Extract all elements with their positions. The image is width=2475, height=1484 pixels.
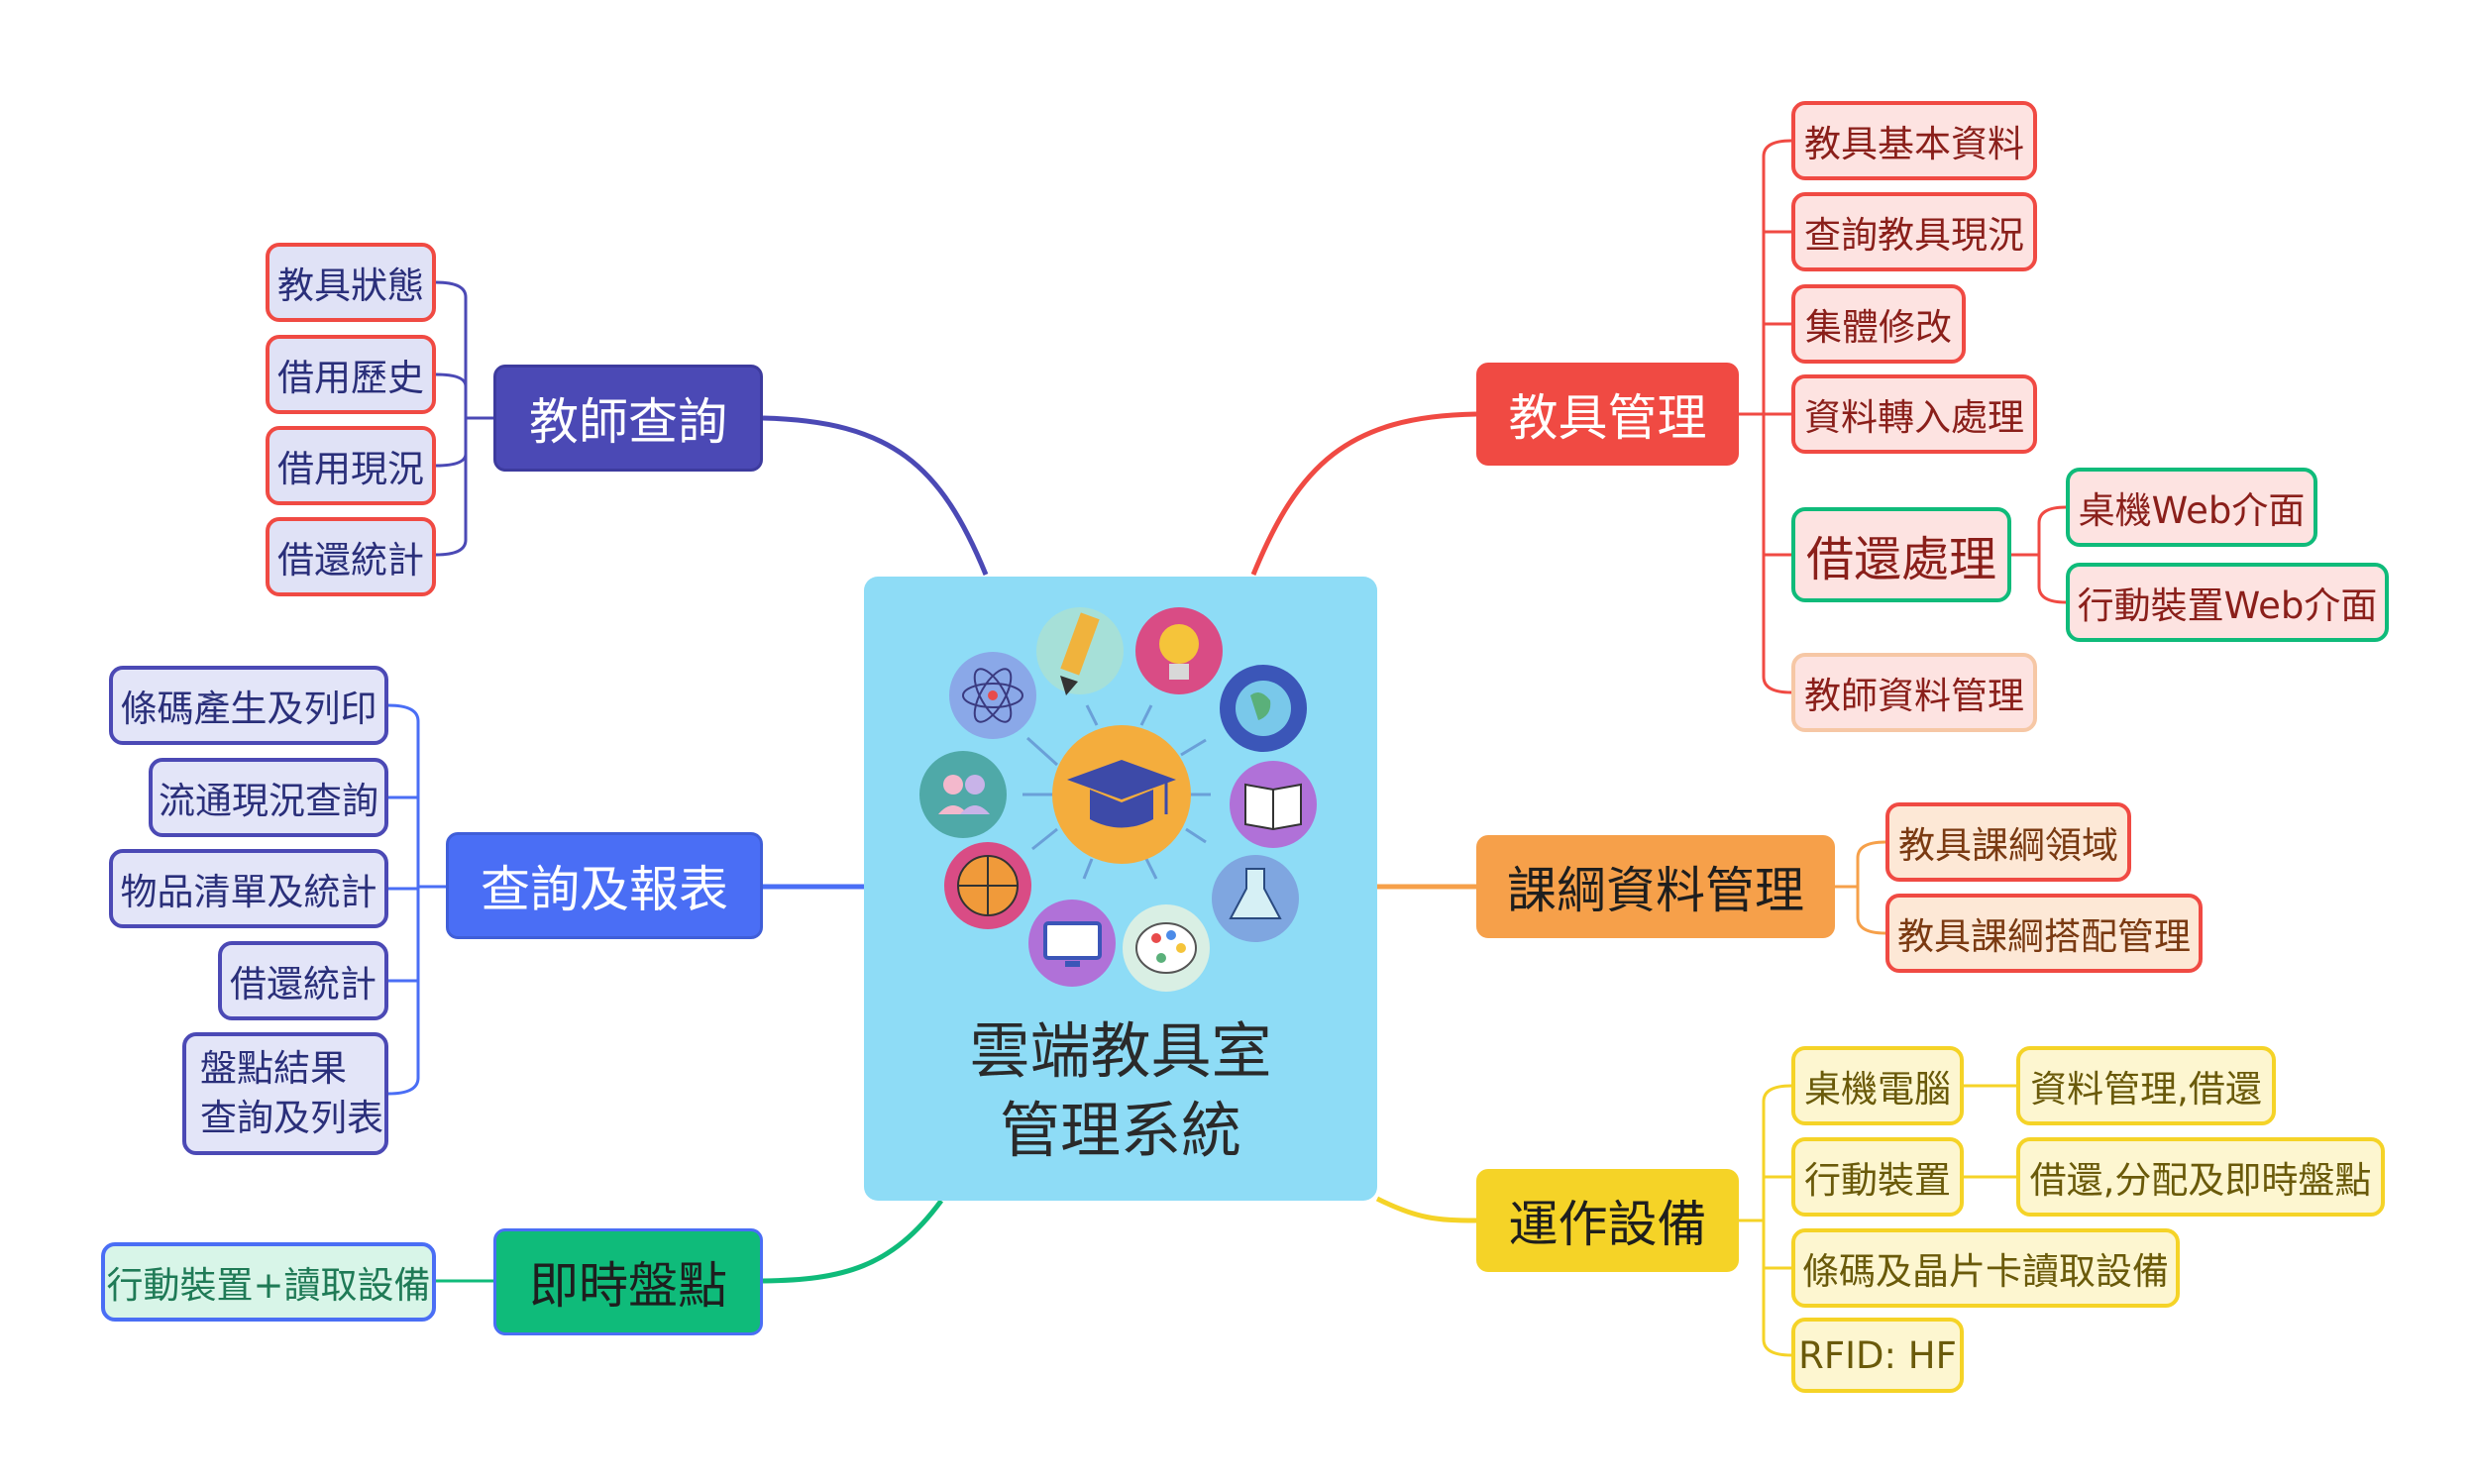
leaf-devices-2-detail[interactable]: 借還,分配及即時盤點 bbox=[2016, 1137, 2385, 1217]
bracket-reports bbox=[387, 703, 446, 1096]
pencil-icon bbox=[1036, 607, 1124, 695]
leaf-devices-1-detail[interactable]: 資料管理,借還 bbox=[2016, 1046, 2276, 1125]
education-icons-cluster bbox=[919, 607, 1317, 992]
bracket-devices bbox=[1739, 1084, 2016, 1357]
leaf-equipment-2[interactable]: 查詢教具現況 bbox=[1791, 192, 2037, 271]
central-topic[interactable]: 雲端教具室 管理系統 bbox=[864, 577, 1377, 1201]
bracket-borrow bbox=[2011, 505, 2067, 604]
leaf-inventory-1[interactable]: 行動裝置+讀取設備 bbox=[101, 1242, 436, 1322]
leaf-reports-5-line1: 盤點結果 bbox=[200, 1047, 347, 1090]
globe-icon bbox=[1220, 665, 1307, 752]
leaf-curriculum-2[interactable]: 教具課綱搭配管理 bbox=[1885, 894, 2203, 973]
leaf-curriculum-1[interactable]: 教具課綱領域 bbox=[1885, 802, 2131, 882]
leaf-devices-4[interactable]: RFID: HF bbox=[1791, 1318, 1964, 1393]
connector-inventory bbox=[762, 1199, 944, 1284]
leaf-teacher-data-mgmt[interactable]: 教師資料管理 bbox=[1791, 653, 2037, 732]
leaf-equipment-1[interactable]: 教具基本資料 bbox=[1791, 101, 2037, 180]
graduation-cap-icon bbox=[1052, 725, 1191, 864]
bracket-curriculum bbox=[1835, 840, 1886, 935]
leaf-teacher-query-3[interactable]: 借用現況 bbox=[266, 426, 436, 505]
leaf-teacher-query-2[interactable]: 借用歷史 bbox=[266, 335, 436, 414]
leaf-reports-5[interactable]: 盤點結果 查詢及列表 bbox=[182, 1032, 388, 1155]
leaf-devices-3[interactable]: 條碼及晶片卡讀取設備 bbox=[1791, 1228, 2180, 1308]
leaf-borrow-desktop-web[interactable]: 桌機Web介面 bbox=[2066, 468, 2317, 547]
leaf-devices-1[interactable]: 桌機電腦 bbox=[1791, 1046, 1964, 1125]
leaf-devices-2[interactable]: 行動裝置 bbox=[1791, 1137, 1964, 1217]
people-icon bbox=[919, 751, 1007, 838]
leaf-teacher-query-4[interactable]: 借還統計 bbox=[266, 517, 436, 596]
book-icon bbox=[1230, 761, 1317, 848]
central-topic-title: 雲端教具室 管理系統 bbox=[864, 1012, 1377, 1171]
leaf-borrow-mobile-web[interactable]: 行動裝置Web介面 bbox=[2066, 563, 2389, 642]
leaf-borrow-processing[interactable]: 借還處理 bbox=[1791, 507, 2011, 602]
connector-teacher-query bbox=[762, 415, 989, 576]
monitor-icon bbox=[1028, 900, 1116, 987]
leaf-reports-4[interactable]: 借還統計 bbox=[218, 941, 388, 1020]
leaf-reports-5-line2: 查詢及列表 bbox=[200, 1097, 383, 1139]
branch-teacher-query[interactable]: 教師查詢 bbox=[493, 365, 763, 472]
central-topic-line1: 雲端教具室 bbox=[969, 1016, 1272, 1087]
leaf-equipment-3[interactable]: 集體修改 bbox=[1791, 284, 1966, 364]
basketball-icon bbox=[944, 842, 1031, 929]
leaf-equipment-4[interactable]: 資料轉入處理 bbox=[1791, 374, 2037, 454]
flask-icon bbox=[1212, 855, 1299, 942]
leaf-reports-1[interactable]: 條碼產生及列印 bbox=[109, 666, 388, 745]
branch-reports[interactable]: 查詢及報表 bbox=[446, 832, 763, 939]
bracket-teacher-query bbox=[435, 280, 493, 557]
palette-icon bbox=[1123, 904, 1210, 992]
connector-devices bbox=[1375, 1196, 1477, 1223]
branch-inventory[interactable]: 即時盤點 bbox=[493, 1228, 763, 1335]
branch-curriculum[interactable]: 課綱資料管理 bbox=[1476, 835, 1835, 938]
atom-icon bbox=[949, 652, 1036, 739]
branch-devices[interactable]: 運作設備 bbox=[1476, 1169, 1739, 1272]
leaf-teacher-query-1[interactable]: 教具狀態 bbox=[266, 243, 436, 322]
connector-equipment-mgmt bbox=[1250, 411, 1477, 576]
lightbulb-icon bbox=[1135, 607, 1223, 694]
leaf-reports-2[interactable]: 流通現況查詢 bbox=[149, 758, 388, 837]
central-topic-line2: 管理系統 bbox=[999, 1096, 1241, 1166]
bracket-equipment-mgmt bbox=[1739, 139, 1792, 694]
branch-equipment-mgmt[interactable]: 教具管理 bbox=[1476, 363, 1739, 466]
leaf-reports-3[interactable]: 物品清單及統計 bbox=[109, 849, 388, 928]
